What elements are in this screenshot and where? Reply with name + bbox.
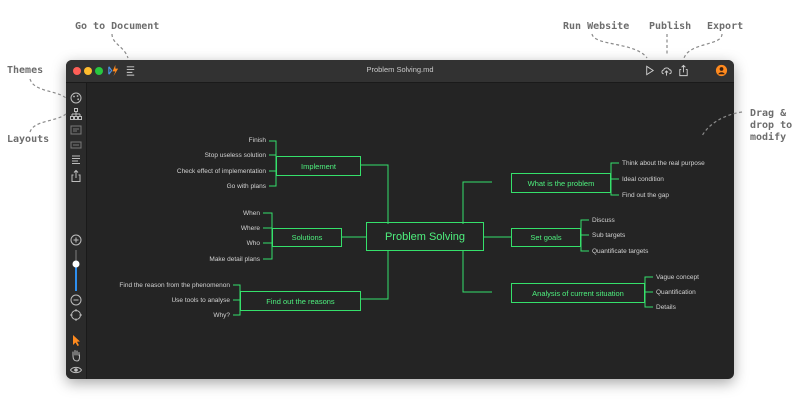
leaf-discuss[interactable]: Discuss [592, 217, 615, 224]
callout-export: Export [707, 21, 744, 32]
go-to-document-icon[interactable] [124, 64, 137, 77]
leaf-why[interactable]: Why? [213, 312, 230, 319]
leaf-go-with-plans[interactable]: Go with plans [226, 183, 266, 190]
leaf-details[interactable]: Details [656, 304, 676, 311]
leaf-vague-concept[interactable]: Vague concept [656, 274, 699, 281]
pointer-drag-drop [701, 111, 743, 137]
leaf-when[interactable]: When [243, 210, 260, 217]
callout-publish: Publish [649, 21, 692, 32]
hand-tool-icon[interactable] [69, 348, 83, 362]
leaf-where[interactable]: Where [240, 225, 260, 232]
leaf-make-detail-plans[interactable]: Make detail plans [209, 256, 260, 263]
callout-go-to-document: Go to Document [75, 21, 160, 32]
node-solutions[interactable]: Solutions [272, 228, 342, 247]
pointer-themes [29, 78, 67, 99]
pointer-export [683, 33, 723, 59]
node-implement[interactable]: Implement [276, 156, 361, 176]
leaf-quantificate-targets[interactable]: Quantificate targets [592, 248, 649, 255]
leaf-stop-useless-solution[interactable]: Stop useless solution [204, 152, 266, 159]
node-find-reasons[interactable]: Find out the reasons [240, 291, 361, 311]
callout-drag-drop-line1: Drag & [750, 108, 787, 119]
leaf-find-gap[interactable]: Find out the gap [622, 192, 669, 199]
callout-drag-drop-line3: modify [750, 132, 787, 143]
node-what-is-problem[interactable]: What is the problem [511, 173, 611, 193]
mindmap-canvas[interactable]: Problem Solving Implement Solutions Find… [87, 83, 734, 379]
callout-themes: Themes [7, 65, 44, 76]
minimize-window-button[interactable] [84, 67, 92, 75]
zoom-window-button[interactable] [95, 67, 103, 75]
callout-layouts: Layouts [7, 134, 50, 145]
pointer-run-website [591, 33, 648, 59]
leaf-reason-from-phenomenon[interactable]: Find the reason from the phenomenon [119, 282, 230, 289]
fit-center-icon[interactable] [69, 308, 83, 322]
leaf-ideal-condition[interactable]: Ideal condition [622, 176, 664, 183]
document-icon[interactable] [69, 153, 83, 167]
mindmap-connectors [233, 140, 653, 316]
left-toolbar [66, 83, 87, 379]
publish-icon[interactable] [660, 64, 673, 77]
leaf-finish[interactable]: Finish [248, 137, 266, 144]
run-website-icon[interactable] [643, 64, 656, 77]
window-title: Problem Solving.md [366, 65, 434, 74]
leaf-use-tools[interactable]: Use tools to analyse [171, 297, 230, 304]
user-avatar-icon[interactable] [715, 64, 728, 77]
preview-eye-icon[interactable] [69, 363, 83, 377]
callout-drag-drop-line2: drop to [750, 120, 793, 131]
zoom-in-icon[interactable] [69, 233, 83, 247]
zoom-out-icon[interactable] [69, 293, 83, 307]
leaf-sub-targets[interactable]: Sub targets [592, 232, 626, 239]
export-icon[interactable] [677, 64, 690, 77]
share-icon[interactable] [69, 169, 83, 183]
title-bar: Problem Solving.md [66, 60, 734, 83]
outline-view-icon[interactable] [69, 138, 83, 152]
leaf-check-effect[interactable]: Check effect of implementation [176, 168, 266, 175]
layouts-icon[interactable] [69, 107, 83, 121]
zoom-slider[interactable] [69, 248, 83, 293]
leaf-who[interactable]: Who [246, 240, 260, 247]
node-set-goals[interactable]: Set goals [511, 228, 581, 247]
callout-run-website: Run Website [563, 21, 630, 32]
app-logo-icon [108, 64, 119, 77]
close-window-button[interactable] [73, 67, 81, 75]
node-analysis-situation[interactable]: Analysis of current situation [511, 283, 645, 303]
select-pointer-icon[interactable] [69, 333, 83, 347]
leaf-quantification[interactable]: Quantification [656, 289, 696, 296]
leaf-real-purpose[interactable]: Think about the real purpose [622, 160, 705, 167]
pointer-layouts [29, 113, 67, 133]
themes-icon[interactable] [69, 91, 83, 105]
structure-icon[interactable] [69, 123, 83, 137]
app-window: Problem Solving.md [66, 60, 734, 379]
root-node[interactable]: Problem Solving [366, 222, 484, 251]
pointer-go-to-document [111, 33, 129, 59]
